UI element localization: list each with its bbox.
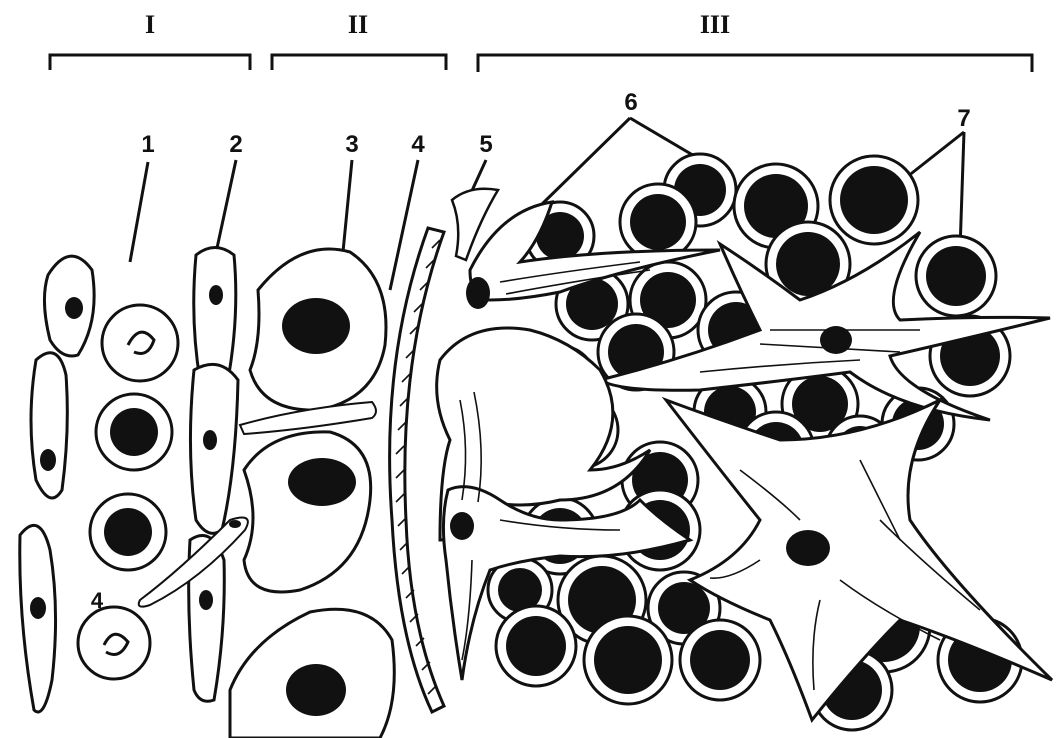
- label-6: 6: [624, 89, 637, 116]
- section-2-tissue: [230, 228, 444, 738]
- bracket-section-2: [272, 55, 446, 70]
- elongated-cell: [190, 364, 238, 533]
- blood-cell: [78, 607, 150, 679]
- section-1-tissue: [20, 248, 248, 713]
- section-label-2: II: [348, 10, 368, 39]
- bracket-section-1: [50, 55, 250, 70]
- label-1: 1: [141, 131, 154, 158]
- elongated-cell: [31, 353, 67, 498]
- section-brackets: I II III: [50, 10, 1032, 72]
- section-label-3: III: [700, 10, 730, 39]
- label-2: 2: [229, 131, 242, 158]
- large-cell: [244, 432, 371, 592]
- label-4: 4: [411, 131, 425, 158]
- section-3-tissue: [437, 154, 1052, 730]
- label-3: 3: [345, 131, 358, 158]
- label-7: 7: [957, 105, 970, 132]
- label-5: 5: [479, 131, 492, 158]
- section-label-1: I: [145, 10, 155, 39]
- bracket-section-3: [478, 55, 1032, 72]
- blood-cell: [102, 305, 178, 381]
- hatched-band: [390, 228, 444, 712]
